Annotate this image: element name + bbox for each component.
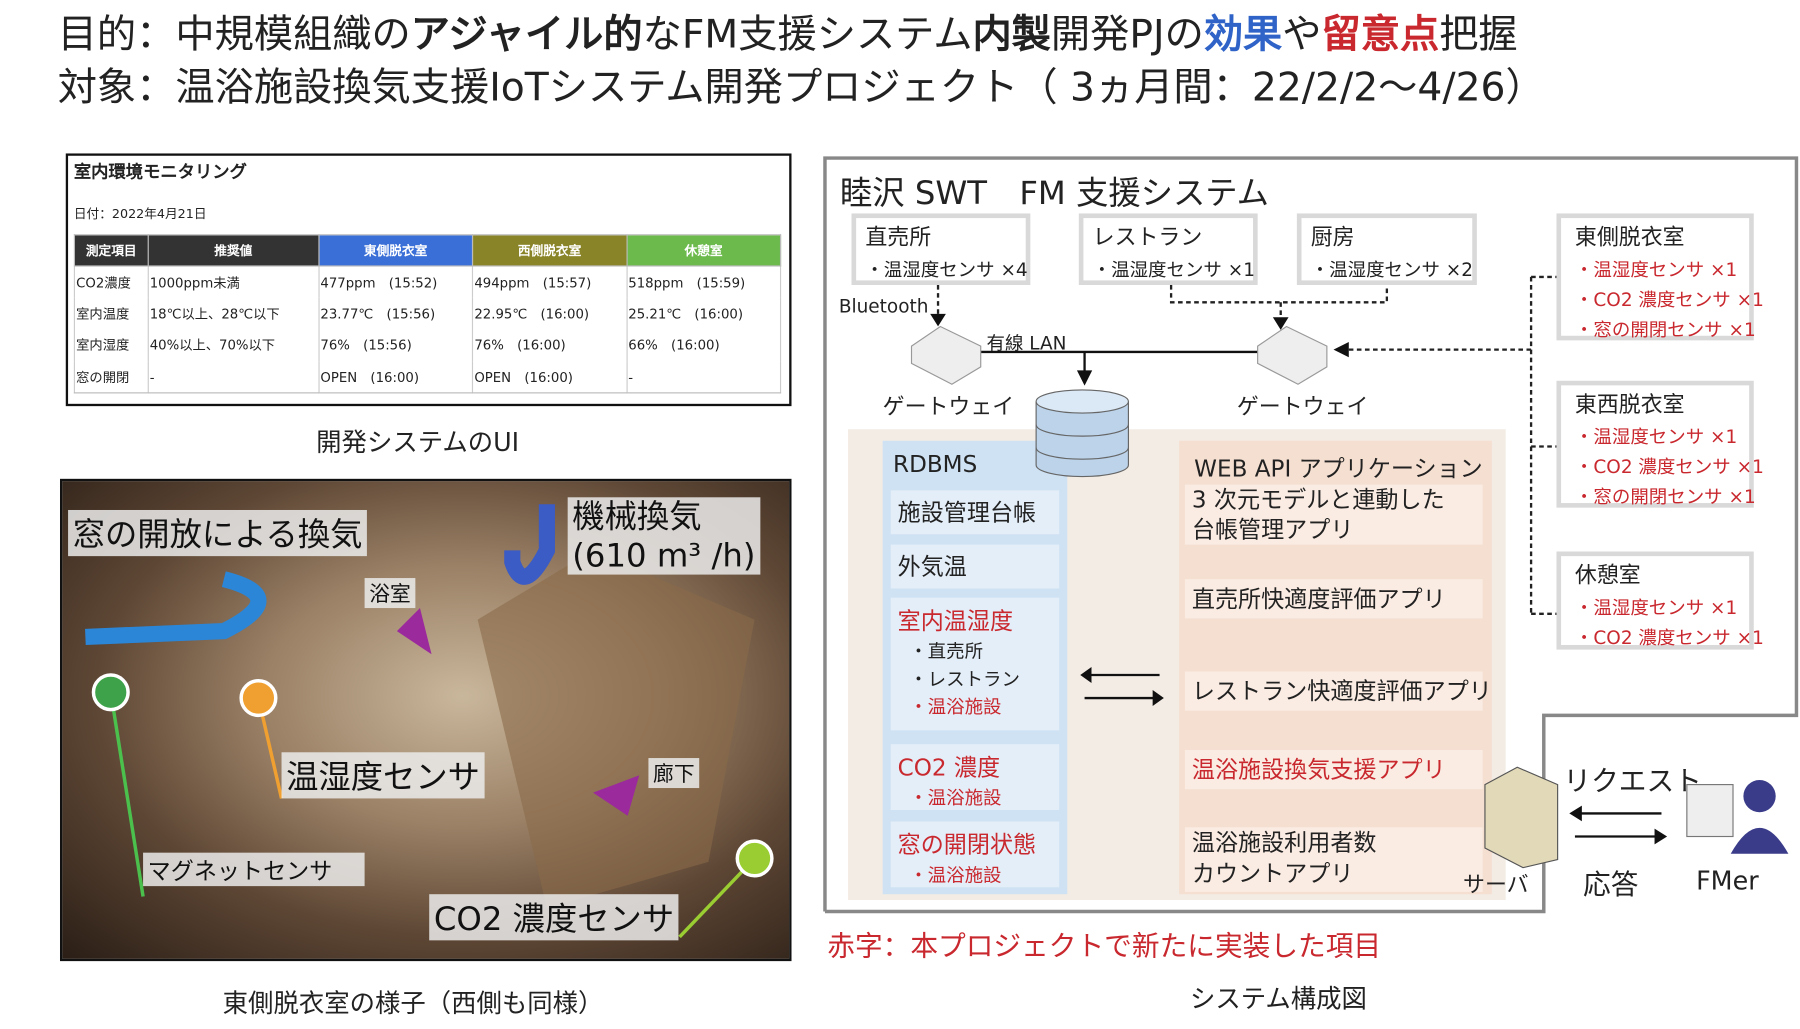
label-bath: 浴室	[364, 578, 416, 609]
table-cell: OPEN (16:00)	[472, 361, 628, 394]
table-cell: 477ppm (15:52)	[318, 265, 474, 298]
dressing-room-photo: 窓の開放による換気 機械換気(610 m³ /h) 浴室 廊下 温湿度センサ マ…	[59, 478, 792, 962]
table-header: 西側脱衣室	[472, 234, 628, 267]
table-cell: -	[147, 361, 320, 394]
magnet-sensor-marker	[91, 673, 130, 712]
table-cell: 518ppm (15:59)	[625, 265, 782, 298]
label-co2-sensor: CO2 濃度センサ	[429, 894, 679, 941]
table-cell: 76% (16:00)	[472, 329, 628, 362]
table-header: 休憩室	[625, 234, 782, 267]
temp-sensor-marker	[239, 679, 278, 718]
label-mechanical-ventilation: 機械換気(610 m³ /h)	[567, 497, 761, 575]
app-bath-ventilation: 温浴施設換気支援アプリ	[1184, 749, 1483, 790]
webapi-title: WEB API アプリケーション	[1194, 454, 1483, 483]
label-temp-sensor: 温湿度センサ	[281, 752, 485, 799]
database-icon	[1035, 389, 1129, 478]
app-store-comfort: 直売所快適度評価アプリ	[1184, 579, 1483, 619]
site-box-kitchen: 厨房・温湿度センサ ×2	[1296, 213, 1477, 285]
co2-sensor-marker	[735, 839, 774, 878]
room-box-eastwest: 東西脱衣室・温湿度センサ ×1・CO2 濃度センサ ×1・窓の開閉センサ ×1	[1556, 380, 1764, 508]
table-header: 測定項目	[73, 234, 149, 267]
table-cell: 23.77℃ (15:56)	[318, 297, 474, 330]
legend-note: 赤字：本プロジェクトで新たに実装した項目	[827, 929, 1382, 963]
label-hallway: 廊下	[648, 758, 700, 789]
server-label: サーバ	[1463, 872, 1529, 898]
label-window-ventilation: 窓の開放による換気	[68, 509, 368, 557]
window-airflow-icon	[85, 571, 267, 645]
rdbms-indoor-temp-humidity: 室内温湿度・直売所・レストラン・温浴施設	[890, 597, 1060, 731]
gateway-label-right: ゲートウェイ	[1236, 394, 1369, 420]
gateway-icon	[1257, 325, 1328, 385]
ui-monitoring-panel: 室内環境モニタリング 日付：2022年4月21日 測定項目推奨値東側脱衣室西側脱…	[65, 153, 792, 407]
table-cell: 76% (15:56)	[318, 329, 474, 362]
table-cell: 66% (16:00)	[625, 329, 782, 362]
hallway-arrow-icon	[593, 775, 640, 816]
rdbms-title: RDBMS	[893, 449, 978, 478]
room-box-east: 東側脱衣室・温湿度センサ ×1・CO2 濃度センサ ×1・窓の開閉センサ ×1	[1556, 213, 1764, 341]
exhaust-arrow-icon	[504, 504, 555, 585]
fmer-label: FMer	[1696, 867, 1759, 897]
objective-title: 目的：中規模組織のアジャイル的なFM支援システム内製開発PJの効果や留意点把握	[57, 11, 1518, 58]
table-header: 推奨値	[147, 234, 320, 267]
table-header: 東側脱衣室	[318, 234, 474, 267]
app-restaurant-comfort: レストラン快適度評価アプリ	[1184, 671, 1492, 711]
gateway-label-left: ゲートウェイ	[882, 394, 1015, 420]
panel-title: 室内環境モニタリング	[73, 161, 247, 183]
user-pc-icon	[1686, 779, 1789, 854]
site-box-direct-store: 直売所・温湿度センサ ×4	[851, 213, 1031, 285]
table-cell: 1000ppm未満	[147, 265, 320, 298]
diagram-title: 睦沢 SWT FM 支援システム	[839, 174, 1269, 213]
table-cell: 494ppm (15:57)	[472, 265, 628, 298]
table-cell: 22.95℃ (16:00)	[472, 297, 628, 330]
table-cell: CO2濃度	[73, 265, 149, 298]
gateway-icon	[910, 325, 982, 385]
diagram-caption: システム構成図	[1189, 985, 1367, 1015]
target-title: 対象：温浴施設換気支援IoTシステム開発プロジェクト（ 3ヵ月間：22/2/2〜…	[57, 64, 1545, 111]
table-cell: -	[625, 361, 782, 394]
table-cell: 窓の開閉	[73, 361, 149, 394]
label-magnet-sensor: マグネットセンサ	[143, 852, 365, 887]
request-label: リクエスト	[1563, 764, 1702, 798]
table-cell: 25.21℃ (16:00)	[625, 297, 782, 330]
table-cell: 18℃以上、28℃以下	[147, 297, 320, 330]
app-3d-ledger: 3 次元モデルと連動した台帳管理アプリ	[1184, 484, 1483, 545]
table-cell: OPEN (16:00)	[318, 361, 474, 394]
table-cell: 室内湿度	[73, 329, 149, 362]
bath-arrow-icon	[396, 608, 432, 655]
photo-annotations	[85, 504, 774, 939]
panel-date: 日付：2022年4月21日	[73, 206, 207, 222]
rdbms-outdoor-temp: 外気温	[890, 544, 1060, 589]
ui-caption: 開発システムのUI	[316, 429, 520, 459]
response-label: 応答	[1583, 868, 1639, 902]
server-icon	[1484, 766, 1559, 869]
lan-label: 有線 LAN	[986, 332, 1067, 355]
rdbms-facility-ledger: 施設管理台帳	[890, 490, 1060, 535]
rdbms-window-state: 窓の開閉状態・温浴施設	[890, 821, 1060, 888]
photo-caption: 東側脱衣室の様子（西側も同様）	[222, 989, 604, 1019]
site-box-restaurant: レストラン・温湿度センサ ×1	[1078, 213, 1258, 285]
rdbms-co2: CO2 濃度・温浴施設	[890, 744, 1060, 810]
table-cell: 40%以上、70%以下	[147, 329, 320, 362]
table-row: 窓の開閉-OPEN (16:00)OPEN (16:00)-	[73, 361, 782, 394]
room-box-lounge: 休憩室・温湿度センサ ×1・CO2 濃度センサ ×1	[1556, 551, 1764, 650]
bluetooth-label: Bluetooth	[838, 295, 929, 318]
app-bath-user-count: 温浴施設利用者数カウントアプリ	[1184, 827, 1483, 892]
